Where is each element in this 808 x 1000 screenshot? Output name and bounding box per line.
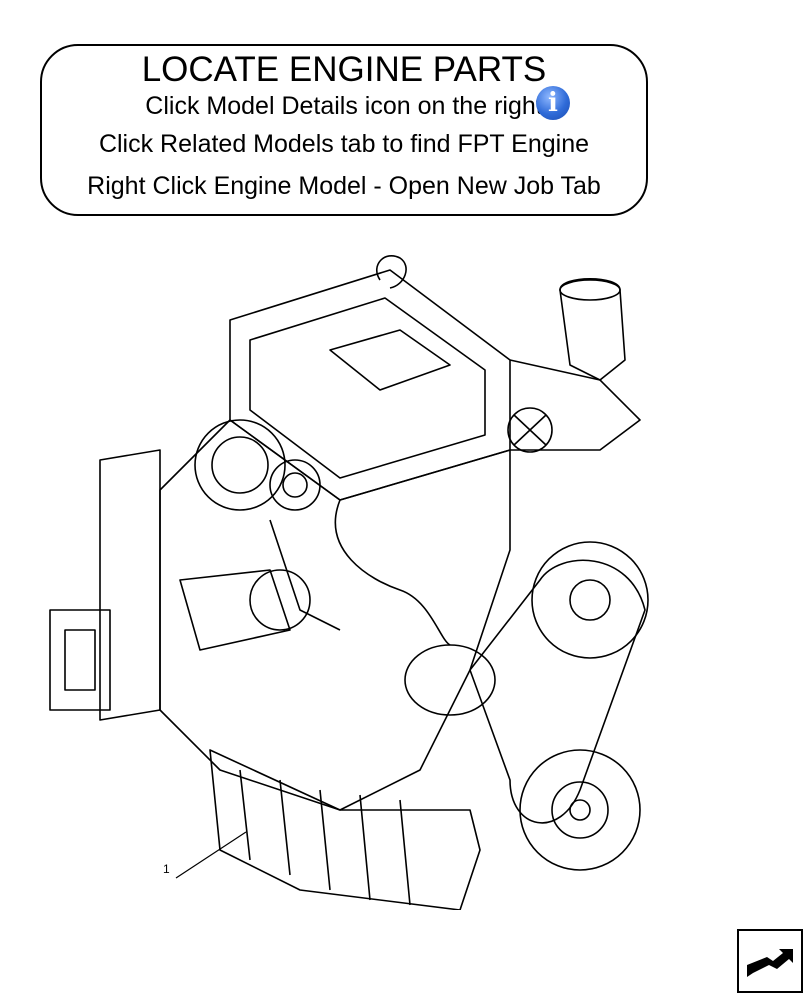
engine-block: [159, 419, 511, 811]
drive-belt: [469, 559, 646, 824]
instruction-line-open-job-tab: Right Click Engine Model - Open New Job …: [87, 172, 601, 200]
instruction-line-related-models: Click Related Models tab to find FPT Eng…: [98, 130, 590, 158]
callout-label: 1: [163, 862, 170, 876]
instruction-line-model-details: Click Model Details icon on the right: [42, 94, 646, 119]
instruction-title: LOCATE ENGINE PARTS: [141, 50, 547, 89]
instruction-line-model-details-text: Click Model Details icon on the right: [145, 92, 543, 120]
arrow-right-icon: [747, 949, 793, 977]
oil-pan: [209, 749, 481, 910]
instruction-box: LOCATE ENGINE PARTS Click Model Details …: [40, 44, 648, 216]
info-icon-glyph: i: [548, 88, 558, 118]
turbocharger: [194, 419, 286, 511]
hose: [334, 499, 451, 646]
engine-drawing: [49, 255, 649, 910]
lifting-eye: [376, 255, 407, 289]
crankshaft-pulley: [519, 749, 641, 871]
next-page-button[interactable]: [737, 929, 803, 993]
info-icon[interactable]: i: [536, 86, 570, 120]
flywheel-housing: [99, 449, 161, 721]
water-pump-pulley: [531, 541, 649, 659]
valve-cover: [229, 269, 511, 501]
callout-leader-line: [175, 831, 247, 879]
starter-motor: [179, 569, 291, 651]
thermostat-housing: [559, 277, 626, 381]
alternator: [404, 644, 496, 716]
